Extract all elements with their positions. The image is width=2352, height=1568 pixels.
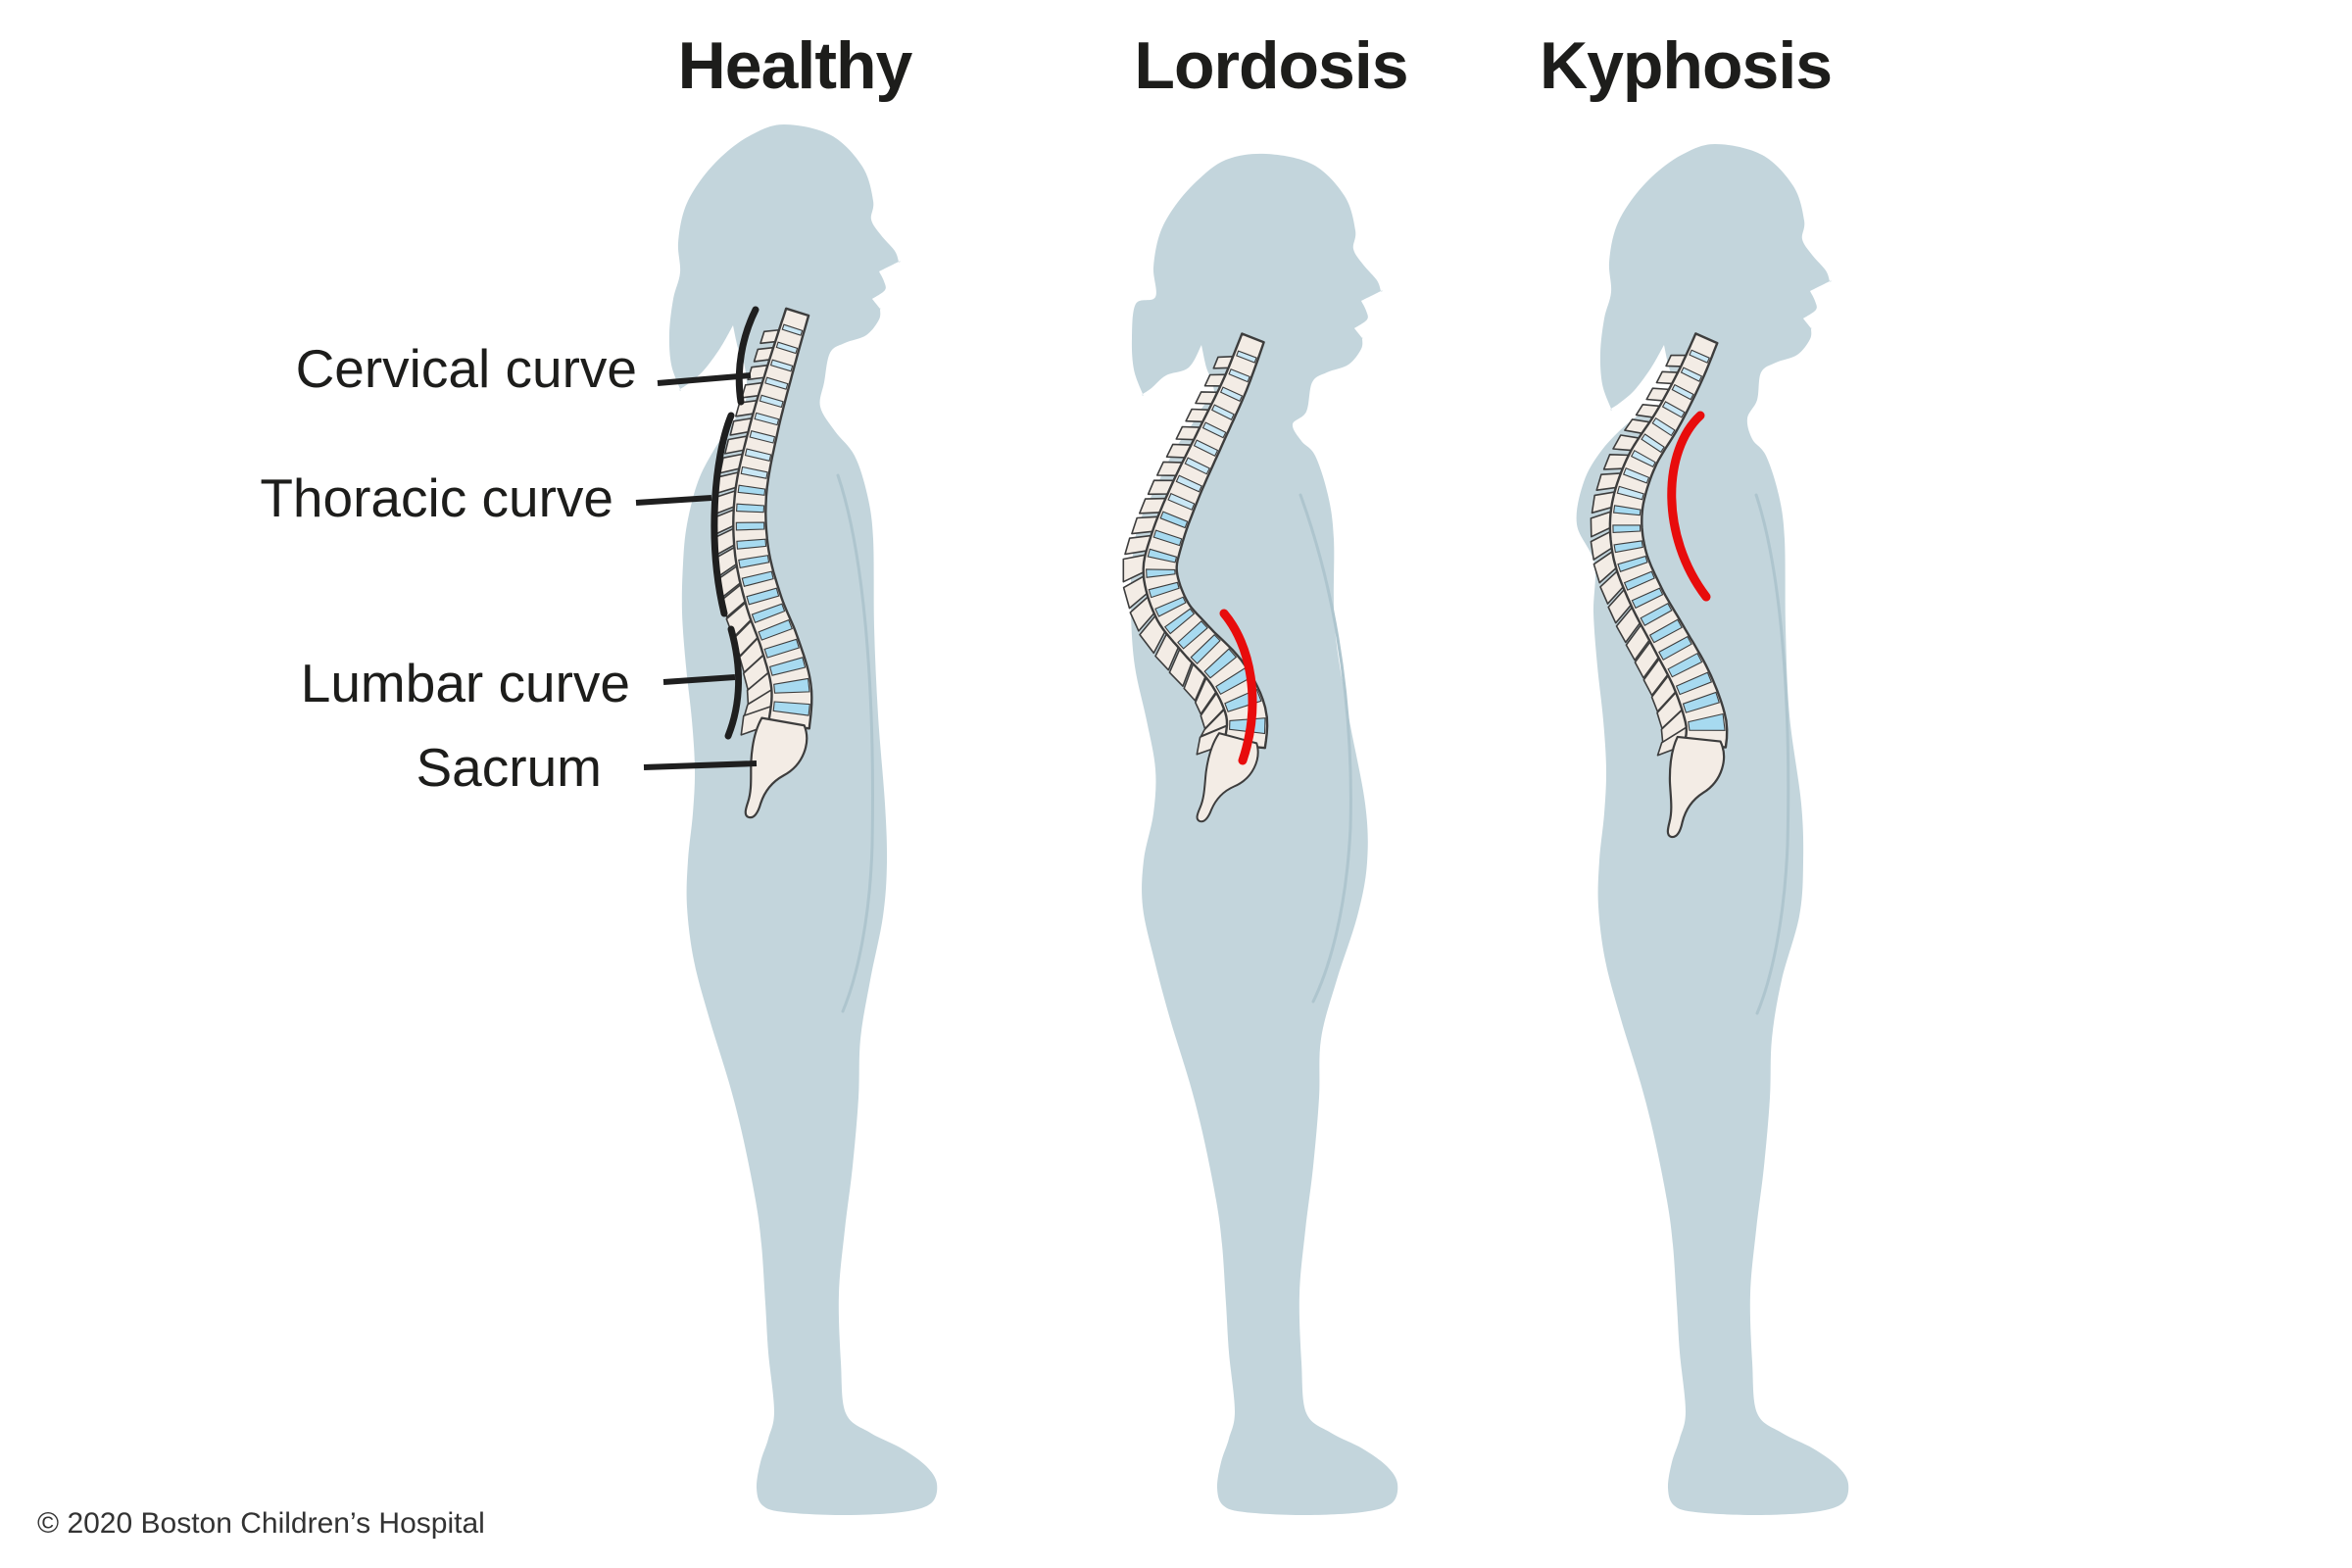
highlight-arc-lordosis: [1219, 609, 1257, 765]
arm-contour-lordosis: [1298, 493, 1352, 1004]
spine-label-lumbar-curve: Lumbar curve: [300, 653, 630, 713]
leader-line-thoracic-curve: [635, 495, 712, 506]
silhouette-lordosis: [1130, 153, 1398, 1515]
spine-label-sacrum: Sacrum: [416, 737, 603, 798]
spine-label-cervical-curve: Cervical curve: [295, 338, 637, 399]
spine-kyphosis: [1590, 332, 1729, 839]
figure-lordosis: [1122, 153, 1398, 1515]
lumbar-curve-marker: [724, 625, 742, 740]
cervical-curve-marker: [735, 306, 760, 406]
figure-healthy: [668, 124, 938, 1515]
figure-kyphosis: [1576, 144, 1849, 1515]
spine-lordosis: [1122, 332, 1269, 823]
spine-healthy: [712, 307, 813, 819]
leader-line-lumbar-curve: [662, 674, 736, 685]
leader-lines: [635, 372, 758, 770]
spine-label-thoracic-curve: Thoracic curve: [260, 467, 613, 528]
copyright-text: © 2020 Boston Children’s Hospital: [37, 1507, 485, 1540]
arm-contour-kyphosis: [1754, 493, 1790, 1015]
panel-title-kyphosis: Kyphosis: [1539, 28, 1833, 103]
thoracic-curve-marker: [710, 412, 735, 617]
arm-contour-healthy: [836, 473, 874, 1013]
leader-line-cervical-curve: [657, 372, 752, 386]
highlight-arc-kyphosis: [1667, 411, 1711, 602]
panel-title-lordosis: Lordosis: [1134, 28, 1408, 103]
panel-title-healthy: Healthy: [677, 28, 913, 103]
leader-line-sacrum: [643, 760, 758, 770]
